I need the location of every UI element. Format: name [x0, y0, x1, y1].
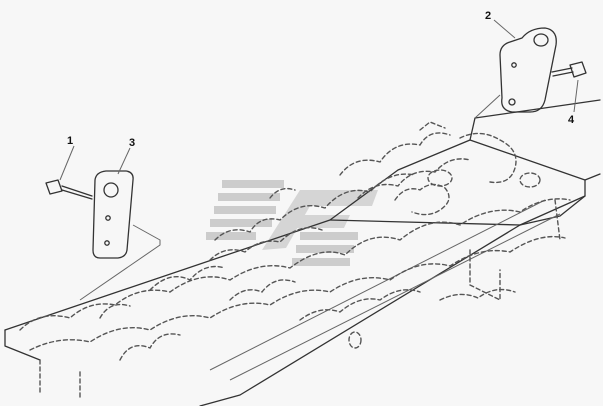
leader-lines: [59, 19, 579, 181]
callout-2: 2: [485, 10, 491, 22]
leader-2: [493, 19, 516, 39]
bracket-upper: [474, 27, 557, 119]
bolt-upper: [551, 61, 587, 78]
brand-logo-watermark: [206, 180, 378, 266]
leader-3: [117, 147, 131, 175]
bolt-lower: [45, 179, 93, 200]
cylinder-head-outline: [19, 121, 571, 401]
frame-rail: [4, 99, 601, 406]
leader-1: [59, 145, 75, 181]
callout-4: 4: [568, 114, 575, 126]
bracket-lower: [79, 170, 161, 301]
leader-4: [573, 79, 579, 113]
callout-3: 3: [129, 137, 135, 149]
callout-1: 1: [67, 135, 73, 147]
